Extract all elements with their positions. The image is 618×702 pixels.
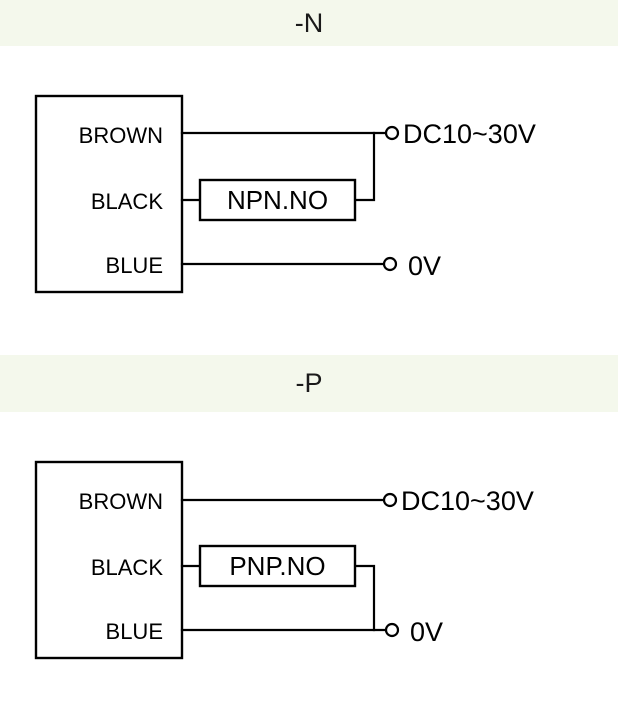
diagram-npn: -N NPN.NO DC10~30V 0V BROWN BLACK BLUE [0,0,618,294]
terminal-dc-npn [384,125,400,141]
terminal-label-0v-pnp: 0V [410,617,443,647]
terminal-label-0v-npn: 0V [408,251,441,281]
circuit-schematic-pnp: PNP.NO DC10~30V 0V BROWN BLACK BLUE [34,460,534,660]
terminal-label-dc-npn: DC10~30V [403,119,536,149]
diagram-title-pnp: -P [295,368,323,398]
switch-box-pnp [198,544,357,588]
title-band-pnp: -P [0,355,618,412]
terminal-label-dc-pnp: DC10~30V [401,486,534,516]
terminal-0v-pnp [384,622,400,638]
switch-box-npn [198,178,357,222]
load-return-pnp [353,564,376,632]
wire-label-black-pnp: BLACK [91,555,163,580]
load-return-npn [353,131,376,202]
wire-label-black-npn: BLACK [91,189,163,214]
circuit-schematic-npn: NPN.NO DC10~30V 0V BROWN BLACK BLUE [34,94,536,294]
sensor-body-pnp [34,460,184,660]
diagram-title-npn: -N [294,7,324,38]
wire-label-blue-npn: BLUE [106,253,163,278]
terminal-dc-pnp [382,492,398,508]
wire-label-brown-pnp: BROWN [79,489,163,514]
sensor-body-npn [34,94,184,294]
switch-box-label-pnp: PNP.NO [229,551,325,581]
title-band-npn: -N [0,0,618,46]
switch-box-label-npn: NPN.NO [227,185,328,215]
diagram-pnp: -P PNP.NO DC10~30V 0V BROWN BLACK BLUE [0,351,618,702]
wire-label-brown-npn: BROWN [79,123,163,148]
terminal-0v-npn [382,256,398,272]
wire-label-blue-pnp: BLUE [106,619,163,644]
